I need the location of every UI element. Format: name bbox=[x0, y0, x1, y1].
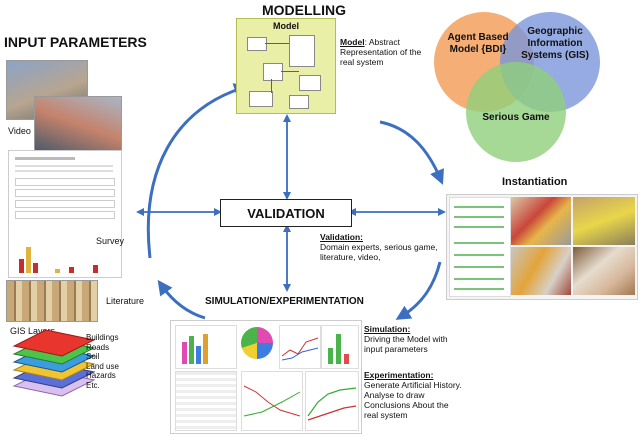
simulation-description: Simulation: Driving the Model with input… bbox=[364, 324, 464, 354]
gis-layer-etc: Etc. bbox=[86, 380, 100, 390]
video-photo-2 bbox=[34, 96, 122, 152]
experimentation-desc: Generate Artificial History. Analyse to … bbox=[364, 380, 462, 420]
simulation-charts-screenshot bbox=[170, 320, 362, 434]
input-parameters-title: INPUT PARAMETERS bbox=[4, 34, 147, 50]
gis-layer-landuse: Land use bbox=[86, 361, 119, 371]
model-diagram-window: Model bbox=[236, 18, 336, 114]
modelling-title: MODELLING bbox=[262, 2, 346, 18]
gis-layers-title: GIS Layers bbox=[10, 326, 56, 336]
arrow-instantiation-to-simulation bbox=[395, 261, 442, 320]
instantiation-screenshot bbox=[446, 194, 638, 300]
gis-layer-soil: Soil bbox=[86, 352, 100, 361]
arrow-simulation-to-input bbox=[157, 279, 206, 320]
experimentation-term: Experimentation: bbox=[364, 370, 434, 380]
venn-label-abm: Agent Based Model {BDI} bbox=[447, 32, 509, 55]
validation-box: VALIDATION bbox=[220, 199, 352, 227]
arrow-modelling-to-instantiation bbox=[379, 120, 444, 185]
validation-term: Validation: bbox=[320, 232, 363, 242]
survey-document bbox=[8, 150, 122, 278]
gis-layer-roads: Roads bbox=[86, 342, 110, 352]
simulation-term: Simulation: bbox=[364, 324, 411, 334]
gis-layer-hazards: Hazards bbox=[86, 371, 116, 380]
gis-layers-stack-icon bbox=[12, 330, 96, 397]
literature-books-image bbox=[6, 280, 98, 322]
gis-layer-list: Buildings Roads Soil Land use Hazards Et… bbox=[86, 333, 119, 390]
simulation-title: SIMULATION/EXPERIMENTATION bbox=[205, 296, 364, 307]
literature-label: Literature bbox=[106, 296, 145, 306]
model-window-title: Model bbox=[273, 21, 299, 31]
simulation-desc: Driving the Model with input parameters bbox=[364, 334, 448, 354]
validation-description: Validation: Domain experts, serious game… bbox=[320, 232, 440, 262]
venn-circle-serious-game bbox=[466, 62, 566, 162]
model-desc: : Abstract Representation of the real sy… bbox=[340, 37, 422, 67]
venn-label-serious-game: Serious Game bbox=[482, 112, 550, 123]
experimentation-description: Experimentation: Generate Artificial His… bbox=[364, 370, 464, 420]
instantiation-title: Instantiation bbox=[502, 176, 568, 188]
venn-label-gis: Geographic Information Systems (GIS) bbox=[521, 26, 589, 61]
survey-label: Survey bbox=[96, 236, 125, 246]
validation-desc: Domain experts, serious game, literature… bbox=[320, 242, 438, 262]
model-term: Model bbox=[340, 37, 365, 47]
model-description: Model: Abstract Representation of the re… bbox=[340, 37, 432, 67]
video-label: Video bbox=[8, 126, 31, 136]
venn-diagram bbox=[434, 12, 600, 162]
gis-layer-buildings: Buildings bbox=[86, 333, 119, 342]
arrow-input-to-modelling bbox=[146, 83, 250, 259]
